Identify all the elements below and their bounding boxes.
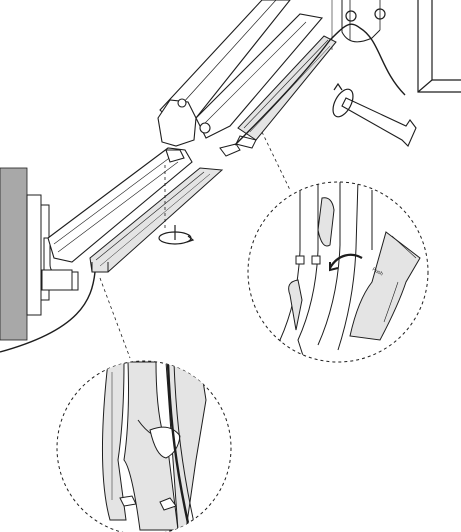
rotate-arrow-icon — [332, 82, 354, 118]
elbow-joint — [157, 98, 211, 163]
clip-tab — [295, 255, 305, 265]
upper-gas-spring-arm — [159, 0, 324, 139]
curved-arrow-icon — [329, 253, 363, 269]
hex-key-icon — [341, 97, 417, 147]
monitor-frame — [331, 0, 461, 93]
cable-cover-lower — [89, 167, 224, 273]
detail-cable-clip: Push — [247, 181, 429, 363]
cable — [0, 23, 406, 353]
rotate-arrow-icon — [158, 225, 195, 245]
wall-mount-panel — [0, 167, 79, 341]
detail-label: Push — [371, 267, 384, 278]
clip-tab — [119, 495, 137, 507]
clip-tab — [311, 255, 321, 265]
lower-arm — [47, 147, 193, 263]
clip-tab — [159, 497, 177, 511]
detail-cable-routing — [56, 360, 232, 532]
callout-leader-lines — [99, 131, 291, 359]
